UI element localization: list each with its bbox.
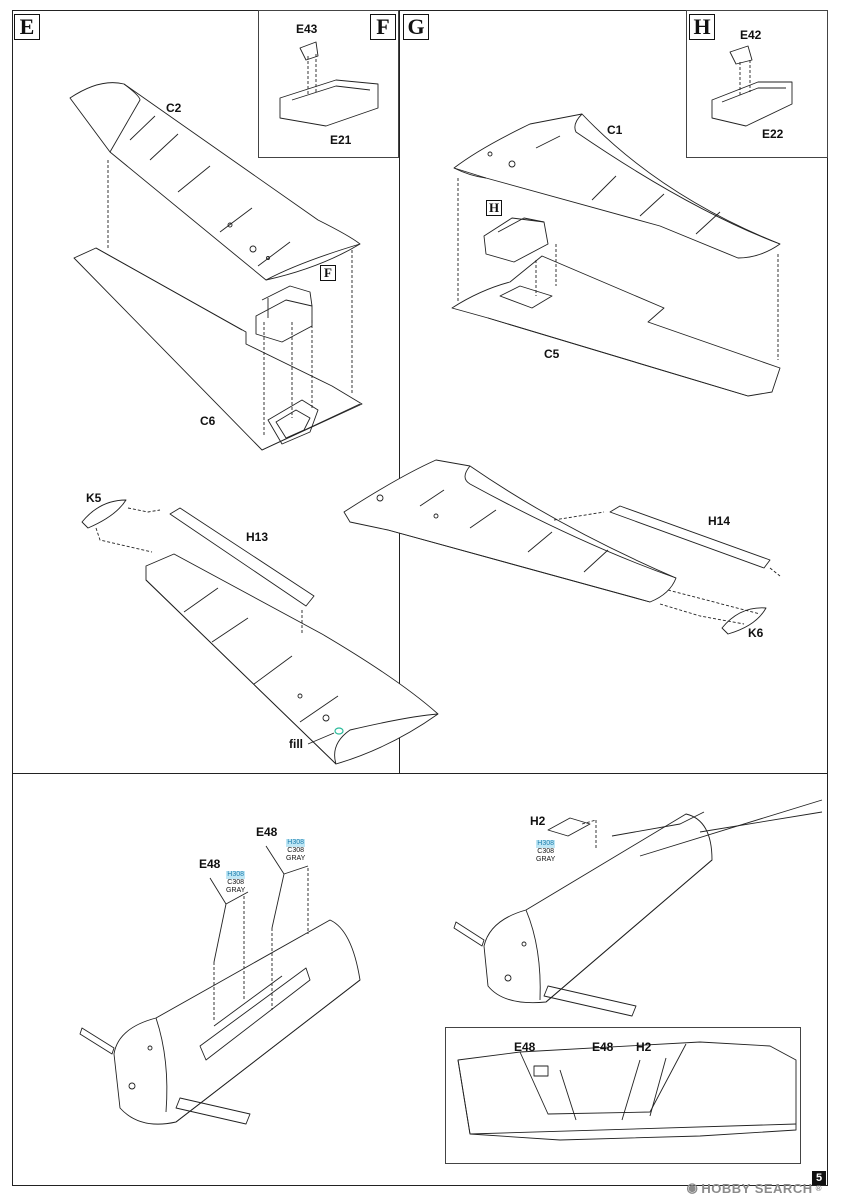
callout-f-box: F (320, 265, 336, 281)
callout-h-box: H (486, 200, 502, 216)
inset-f-drawing (279, 41, 379, 127)
paint-code-h: H308 (226, 871, 246, 879)
label-c5: C5 (544, 347, 560, 361)
fuselage-left (79, 919, 361, 1125)
inset-h (686, 10, 828, 158)
horizontal-divider (12, 773, 828, 775)
cockpit-detail-drawing (457, 1041, 797, 1141)
logo-icon: ◉ (686, 1180, 699, 1195)
step-h-box: H (689, 14, 715, 40)
paint-name: GRAY (226, 887, 246, 894)
label-h2: H2 (530, 814, 546, 828)
paint-code-h: H308 (286, 839, 306, 847)
strut-e48-a (209, 877, 249, 963)
wing-upper-c2 (69, 82, 361, 281)
step-e-box: E (14, 14, 40, 40)
leader-lines-h2 (581, 819, 597, 848)
strut-e48-b (265, 845, 309, 929)
label-fill: fill (289, 737, 303, 751)
label-h14: H14 (708, 514, 731, 528)
fuselage-right (453, 799, 823, 1017)
inset-cockpit-detail (445, 1027, 801, 1164)
inset-f (258, 10, 399, 158)
label-e21: E21 (330, 133, 352, 147)
step-f-box: F (370, 14, 396, 40)
leader-lines-e (107, 160, 353, 436)
leader-lines-left-wing (95, 507, 303, 634)
insert-h-part (483, 217, 549, 263)
label-e48-c: E48 (514, 1040, 536, 1054)
label-k6: K6 (748, 626, 764, 640)
logo-registered: ® (815, 1183, 822, 1193)
bracket-h2 (547, 817, 591, 837)
label-h13: H13 (246, 530, 269, 544)
inset-h-drawing (711, 45, 793, 127)
aileron-h13 (169, 507, 315, 607)
label-c6: C6 (200, 414, 216, 428)
aileron-h14 (609, 505, 771, 569)
label-c1: C1 (607, 123, 623, 137)
page-frame (12, 10, 828, 1186)
label-e42: E42 (740, 28, 762, 42)
wing-left-assembly (145, 553, 439, 765)
label-e48-a: E48 (199, 857, 221, 871)
paint-callout-3: H308 C308 GRAY (536, 840, 555, 864)
tip-k6 (721, 607, 767, 635)
leader-lines-g (457, 178, 779, 360)
paint-code-c: C308 (227, 879, 245, 886)
label-e48-d: E48 (592, 1040, 614, 1054)
paint-code-c: C308 (537, 848, 555, 855)
vertical-divider (399, 10, 401, 773)
label-k5: K5 (86, 491, 102, 505)
paint-callout-1: H308 C308 GRAY (226, 871, 245, 895)
step-g-box: G (403, 14, 429, 40)
paint-code-c: C308 (287, 847, 305, 854)
wing-lower-c5 (451, 255, 781, 397)
tip-k5 (81, 499, 127, 529)
paint-name: GRAY (286, 855, 306, 862)
fill-leader (307, 732, 335, 745)
label-c2: C2 (166, 101, 182, 115)
label-e43: E43 (296, 22, 318, 36)
leader-lines-e48 (213, 868, 309, 1020)
fill-marker (334, 727, 344, 735)
page-number: 5 (812, 1171, 826, 1185)
paint-code-h: H308 (536, 840, 556, 848)
label-e22: E22 (762, 127, 784, 141)
label-h2-b: H2 (636, 1040, 652, 1054)
paint-callout-2: H308 C308 GRAY (286, 839, 305, 863)
leader-lines-right-wing (553, 511, 781, 625)
wing-lower-c6 (73, 247, 363, 451)
footer-logo: ◉ HOBBY SEARCH ® (687, 1180, 822, 1196)
wing-right-assembly (343, 459, 677, 603)
paint-name: GRAY (536, 856, 556, 863)
wing-upper-c1 (453, 113, 781, 259)
logo-text: HOBBY SEARCH (701, 1180, 813, 1196)
label-e48-b: E48 (256, 825, 278, 839)
